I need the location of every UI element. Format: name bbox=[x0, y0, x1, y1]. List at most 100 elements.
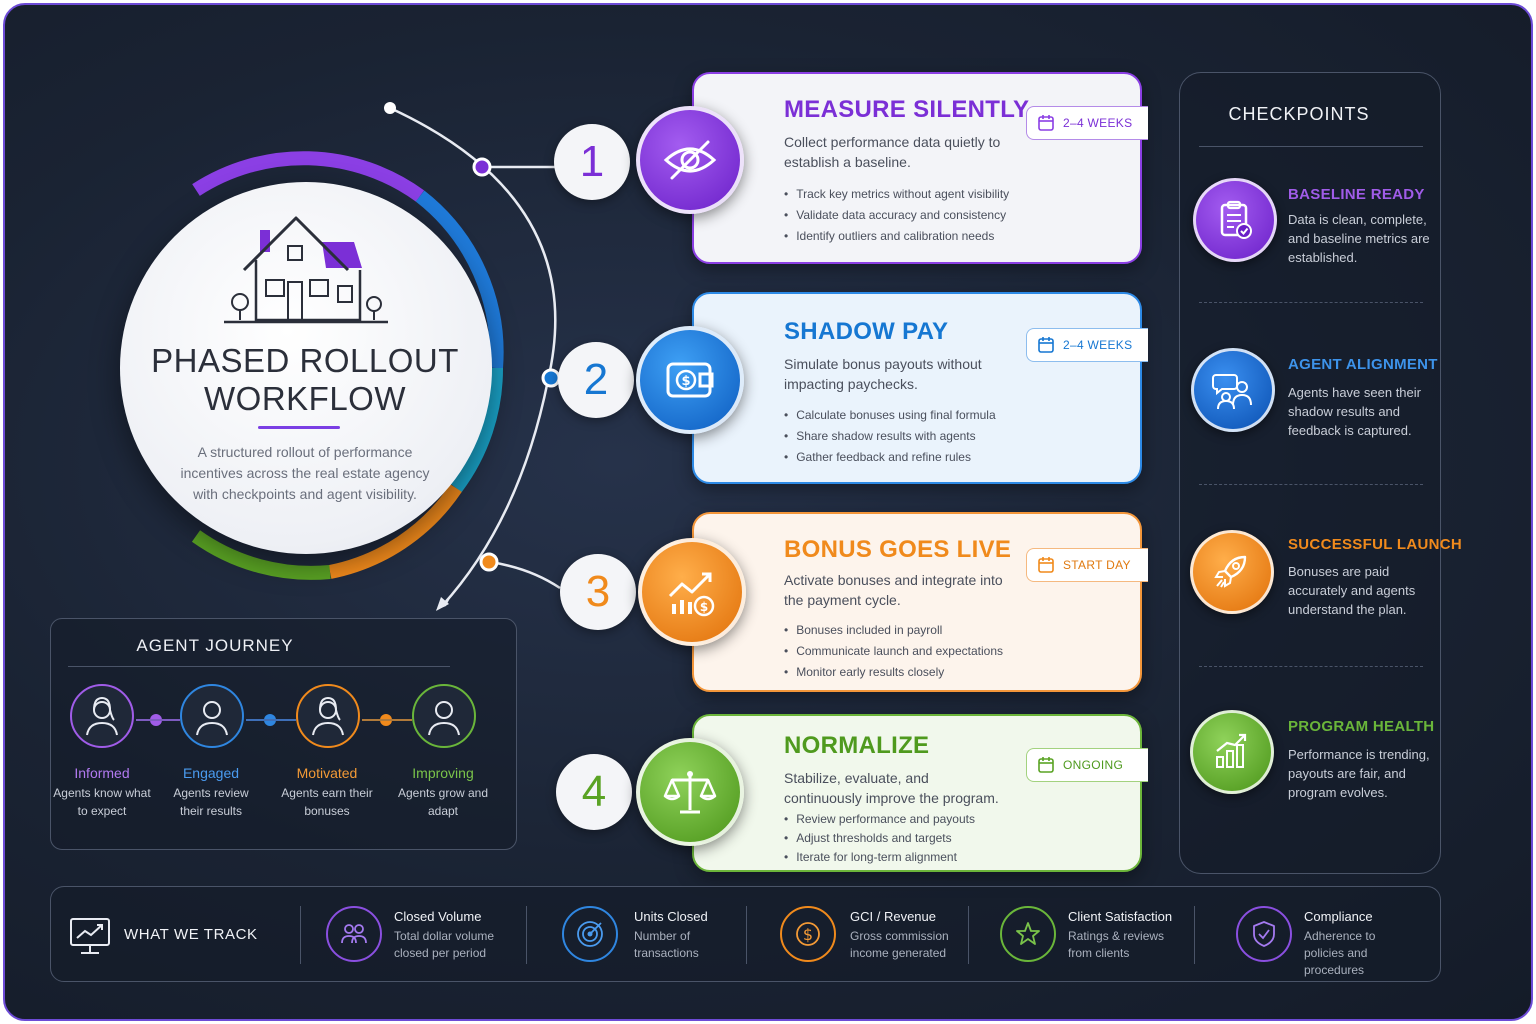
checkpoint-icon-disc-3 bbox=[1190, 530, 1274, 614]
phase-bullets: Calculate bonuses using final formula Sh… bbox=[784, 405, 996, 468]
checkpoints-header-rule bbox=[1199, 146, 1423, 147]
journey-avatar-engaged bbox=[180, 684, 244, 748]
checkpoint-description: Bonuses are paid accurately and agents u… bbox=[1288, 564, 1416, 617]
hero-title: PHASED ROLLOUT WORKFLOW bbox=[150, 342, 460, 418]
phase-icon-disc-3: $ bbox=[638, 538, 746, 646]
phase-bullet: Communicate launch and expectations bbox=[784, 641, 1003, 662]
rocket-icon bbox=[1214, 555, 1247, 588]
agent-journey-title: AGENT JOURNEY bbox=[136, 636, 294, 655]
shield-check-icon bbox=[1253, 921, 1275, 947]
checkpoint-divider bbox=[1199, 484, 1423, 485]
dollar-icon: $ bbox=[796, 922, 820, 946]
checkpoint-icon-disc-4 bbox=[1190, 710, 1274, 794]
calendar-icon bbox=[1038, 115, 1054, 131]
tracking-description: Ratings & reviews from clients bbox=[1068, 929, 1165, 960]
hero-title-line-2: WORKFLOW bbox=[204, 380, 406, 417]
phase-description: Simulate bonus payouts without impacting… bbox=[784, 356, 982, 392]
phase-title: NORMALIZE bbox=[784, 732, 930, 759]
journey-stage-label: Engaged bbox=[182, 765, 240, 781]
phase-bullet: Monitor early results closely bbox=[784, 662, 1003, 683]
journey-stage-description: Agents know what to expect bbox=[53, 786, 151, 818]
phase-bullets: Bonuses included in payroll Communicate … bbox=[784, 620, 1003, 683]
phase-bullet: Gather feedback and refine rules bbox=[784, 447, 996, 468]
phase-duration-badge: 2–4 WEEKS bbox=[1026, 106, 1148, 140]
ring-segment-blue bbox=[415, 190, 504, 369]
phase-duration-badge: START DAY bbox=[1026, 548, 1148, 582]
calendar-icon bbox=[1038, 337, 1054, 353]
eye-off-icon bbox=[663, 140, 717, 180]
journey-stage-description: Agents grow and adapt bbox=[397, 786, 489, 818]
hero-divider bbox=[258, 426, 340, 429]
journey-stage-description: Agents review their results bbox=[173, 786, 249, 818]
people-chat-icon bbox=[1212, 374, 1252, 410]
journey-stage-label: Motivated bbox=[296, 765, 358, 781]
phase-icon-disc-1 bbox=[636, 106, 744, 214]
growth-chart-icon: $ bbox=[668, 572, 715, 617]
checkpoint-icon-disc-2 bbox=[1191, 348, 1275, 432]
person-icon bbox=[196, 701, 228, 736]
journey-stage-label: Informed bbox=[74, 765, 130, 781]
tracking-icon-disc-1 bbox=[326, 906, 382, 962]
journey-connector bbox=[136, 719, 180, 721]
tracking-icon-disc-5 bbox=[1236, 906, 1292, 962]
tracking-description: Adherence to policies and procedures bbox=[1304, 929, 1376, 977]
checkpoint-description: Performance is trending, payouts are fai… bbox=[1288, 747, 1430, 800]
ring-segment-purple bbox=[192, 151, 425, 202]
checkpoint-title: AGENT ALIGNMENT bbox=[1288, 356, 1438, 373]
checkpoint-title: BASELINE READY bbox=[1288, 186, 1425, 203]
phase-description: Activate bonuses and integrate into the … bbox=[784, 572, 1003, 608]
hero-title-line-1: PHASED ROLLOUT bbox=[151, 342, 459, 379]
branch-dot-1 bbox=[472, 157, 492, 177]
phase-title: SHADOW PAY bbox=[784, 318, 949, 345]
person-icon bbox=[312, 696, 344, 736]
tracking-divider bbox=[1194, 906, 1195, 964]
phase-bullet: Calculate bonuses using final formula bbox=[784, 405, 995, 426]
phase-duration: 2–4 WEEKS bbox=[1063, 338, 1133, 352]
bar-chart-up-icon bbox=[1216, 733, 1247, 768]
svg-text:$: $ bbox=[803, 925, 813, 944]
phase-card-3: BONUS GOES LIVE Activate bonuses and int… bbox=[692, 512, 1148, 692]
phase-bullet: Iterate for long-term alignment bbox=[784, 848, 975, 867]
tracking-label: Client Satisfaction bbox=[1068, 909, 1173, 924]
star-icon bbox=[1016, 922, 1040, 945]
journey-stage-description: Agents earn their bonuses bbox=[281, 786, 373, 818]
phase-number-2: 2 bbox=[558, 342, 634, 418]
tracking-divider bbox=[746, 906, 747, 964]
phase-number-3: 3 bbox=[560, 554, 636, 630]
phase-bullet: Bonuses included in payroll bbox=[784, 620, 1003, 641]
journey-stage-label: Improving bbox=[412, 765, 474, 781]
tracking-title: WHAT WE TRACK bbox=[124, 926, 258, 943]
svg-text:$: $ bbox=[681, 374, 690, 389]
checkpoint-divider bbox=[1199, 302, 1423, 303]
phase-bullet: Validate data accuracy and consistency bbox=[784, 205, 1009, 226]
phase-duration: ONGOING bbox=[1063, 758, 1124, 772]
phase-icon-disc-2: $ bbox=[636, 326, 744, 434]
ring-segment-teal bbox=[450, 367, 504, 493]
phase-title: MEASURE SILENTLY bbox=[784, 96, 1030, 123]
tracking-panel bbox=[50, 886, 1441, 982]
ring-segment-orange bbox=[328, 484, 462, 579]
tracking-description: Number of transactions bbox=[634, 929, 699, 960]
journey-avatar-motivated bbox=[296, 684, 360, 748]
house-icon bbox=[224, 216, 388, 324]
hero-circle bbox=[120, 182, 492, 554]
person-icon bbox=[428, 701, 460, 736]
phase-description: Stabilize, evaluate, and continuously im… bbox=[784, 770, 999, 806]
tracking-icon-disc-3: $ bbox=[780, 906, 836, 962]
tracking-label: Compliance bbox=[1304, 909, 1373, 924]
journey-connector bbox=[362, 719, 412, 721]
checkpoint-icon-disc-1 bbox=[1193, 178, 1277, 262]
phase-bullets: Review performance and payouts Adjust th… bbox=[784, 810, 975, 867]
checkpoints-header: CHECKPOINTS bbox=[1228, 104, 1370, 124]
phase-bullet: Adjust thresholds and targets bbox=[784, 829, 975, 848]
phase-bullet: Identify outliers and calibration needs bbox=[784, 226, 1009, 247]
branch-dot-3 bbox=[479, 552, 499, 572]
phase-description: Collect performance data quietly to esta… bbox=[784, 134, 1001, 170]
people-icon bbox=[341, 924, 367, 944]
journey-avatar-informed bbox=[70, 684, 134, 748]
checkpoint-divider bbox=[1199, 666, 1423, 667]
checkpoint-description: Agents have seen their shadow results an… bbox=[1288, 385, 1421, 438]
checkpoint-title: PROGRAM HEALTH bbox=[1288, 718, 1435, 735]
person-icon bbox=[86, 696, 118, 736]
